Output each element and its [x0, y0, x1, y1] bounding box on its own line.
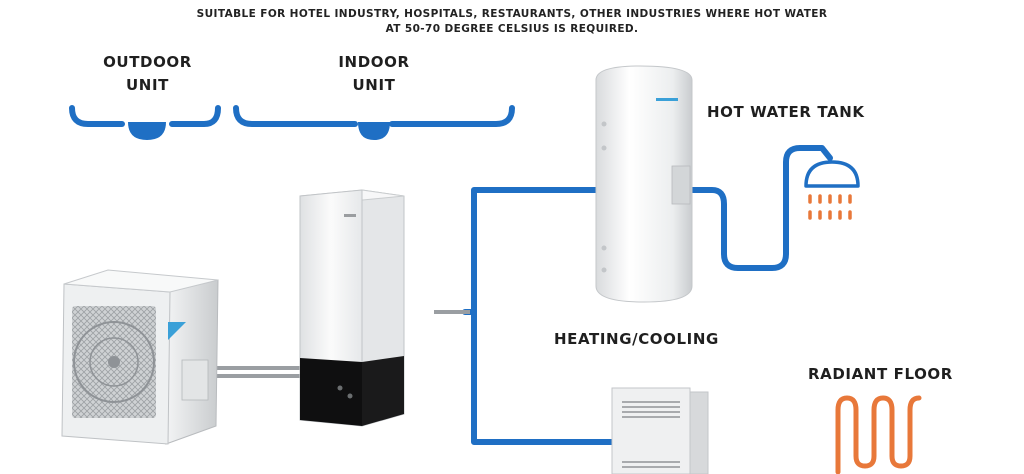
page-heading: SUITABLE FOR HOTEL INDUSTRY, HOSPITALS, …: [0, 7, 1024, 37]
outdoor-label-line-2: UNIT: [126, 76, 169, 94]
brand-logo: [168, 322, 186, 340]
refrigerant-pipes: [212, 310, 470, 378]
outdoor-unit: [61, 269, 219, 445]
outdoor-unit-bracket: [69, 105, 221, 127]
indoor-label-line-1: INDOOR: [338, 53, 410, 71]
outdoor-unit-label: OUTDOOR UNIT: [90, 51, 205, 97]
hot-water-tank: [595, 65, 693, 303]
indoor-control-panel: [300, 358, 362, 426]
fan-coil-unit: [611, 387, 709, 474]
indoor-bracket-pointer: [358, 122, 390, 140]
heading-line-1: SUITABLE FOR HOTEL INDUSTRY, HOSPITALS, …: [196, 8, 828, 20]
heading-line-2: AT 50-70 DEGREE CELSIUS IS REQUIRED.: [385, 23, 639, 35]
shower-icon: [804, 160, 860, 220]
outdoor-label-line-1: OUTDOOR: [103, 53, 192, 71]
indoor-unit-label: INDOOR UNIT: [316, 51, 432, 97]
indoor-label-line-2: UNIT: [352, 76, 396, 94]
indoor-unit-bracket: [233, 105, 515, 127]
heating-cooling-label: HEATING/COOLING: [554, 330, 719, 348]
outdoor-bracket-pointer: [128, 122, 166, 140]
indoor-unit: [299, 189, 405, 427]
radiant-floor-label: RADIANT FLOOR: [808, 365, 953, 383]
hot-water-tank-label: HOT WATER TANK: [707, 103, 865, 121]
radiant-floor-icon: [835, 395, 922, 474]
